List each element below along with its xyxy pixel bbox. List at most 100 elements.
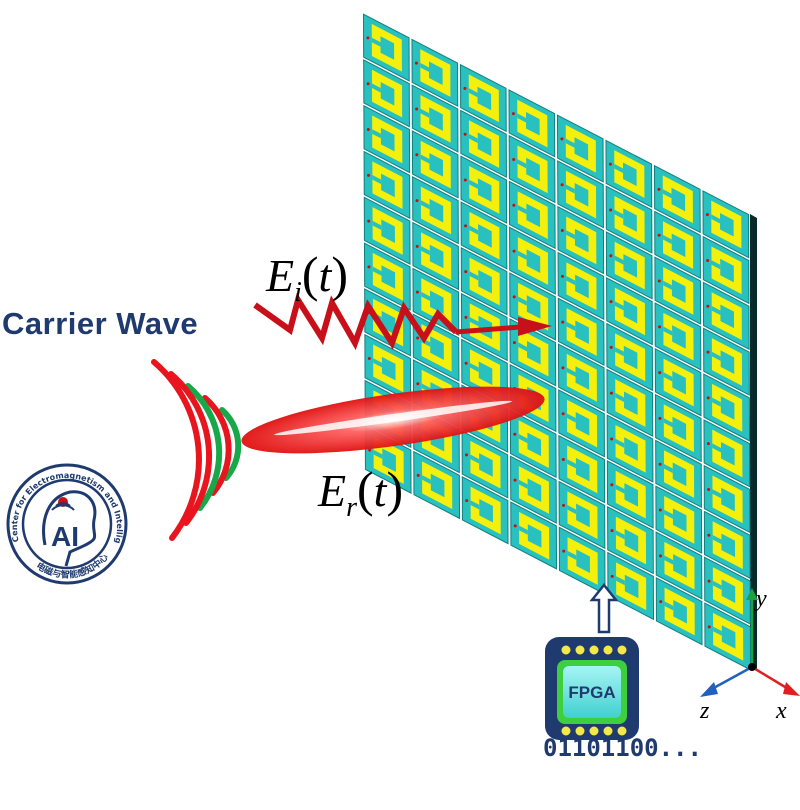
fpga-pin bbox=[616, 644, 628, 656]
meta-patch-gap bbox=[469, 271, 479, 281]
meta-patch-slot bbox=[428, 61, 443, 86]
meta-patch-gap bbox=[372, 220, 382, 230]
meta-patch-gap bbox=[373, 449, 383, 459]
meta-diode bbox=[415, 244, 419, 248]
meta-patch-slot bbox=[623, 208, 637, 232]
axis-z-label: z bbox=[700, 698, 710, 724]
meta-diode bbox=[512, 295, 516, 299]
fpga-pin bbox=[616, 725, 628, 737]
meta-diode bbox=[707, 487, 711, 491]
meta-diode bbox=[513, 432, 517, 436]
meta-patch-slot bbox=[526, 341, 541, 365]
reflected-beam bbox=[241, 386, 545, 454]
meta-patch-slot bbox=[381, 173, 395, 198]
meta-patch-gap bbox=[712, 535, 722, 545]
meta-patch-gap bbox=[469, 179, 478, 189]
meta-patch-gap bbox=[518, 479, 528, 489]
meta-patch-gap bbox=[517, 113, 527, 123]
meta-patch-gap bbox=[566, 276, 576, 286]
meta-diode bbox=[367, 357, 371, 361]
meta-patch-gap bbox=[663, 463, 673, 474]
meta-diode bbox=[610, 574, 614, 578]
meta-patch-gap bbox=[713, 626, 722, 636]
meta-patch-slot bbox=[624, 483, 639, 507]
meta-patch-gap bbox=[470, 500, 480, 510]
meta-patch-slot bbox=[576, 503, 590, 528]
reflected-field-label: Er(t) bbox=[318, 461, 404, 523]
meta-diode bbox=[561, 412, 565, 416]
meta-patch-gap bbox=[372, 175, 382, 185]
meta-patch-gap bbox=[615, 347, 624, 357]
meta-patch-slot bbox=[721, 487, 735, 512]
fpga-label: FPGA bbox=[568, 683, 616, 702]
fpga-feed-arrow bbox=[589, 582, 619, 634]
fpga-pin bbox=[602, 725, 614, 737]
meta-patch-gap bbox=[518, 342, 528, 352]
meta-patch-slot bbox=[526, 295, 541, 319]
meta-patch-slot bbox=[429, 290, 444, 315]
meta-patch-slot bbox=[624, 437, 638, 461]
meta-diode bbox=[366, 82, 370, 86]
meta-patch-slot bbox=[527, 478, 542, 502]
incident-field-subscript: i bbox=[294, 277, 302, 308]
meta-patch-slot bbox=[672, 370, 686, 395]
meta-patch-gap bbox=[371, 37, 381, 47]
meta-patch-gap bbox=[663, 280, 672, 290]
meta-patch-gap bbox=[567, 505, 577, 515]
incident-wave bbox=[253, 292, 552, 351]
meta-patch-gap bbox=[567, 459, 576, 469]
meta-patch-gap bbox=[420, 154, 430, 164]
meta-patch-slot bbox=[575, 274, 589, 299]
meta-patch-gap bbox=[615, 530, 625, 540]
meta-patch-gap bbox=[518, 296, 527, 306]
svg-text:Center for Electromagnetism an: Center for Electromagnetism and Intellig… bbox=[0, 0, 124, 545]
meta-diode bbox=[368, 448, 372, 452]
meta-diode bbox=[512, 341, 516, 345]
meta-patch-slot bbox=[672, 325, 686, 349]
meta-diode bbox=[512, 157, 516, 161]
meta-diode bbox=[608, 162, 612, 166]
meta-patch-slot bbox=[526, 157, 540, 182]
meta-diode bbox=[658, 325, 662, 329]
meta-patch-gap bbox=[711, 351, 721, 361]
meta-patch-gap bbox=[663, 418, 673, 428]
reflected-field-symbol: E bbox=[318, 465, 347, 516]
panel-side-edge bbox=[750, 214, 757, 670]
meta-patch-gap bbox=[711, 214, 721, 224]
meta-patch-slot bbox=[429, 153, 444, 177]
meta-patch-slot bbox=[672, 416, 687, 441]
meta-patch-gap bbox=[712, 489, 722, 499]
meta-patch-gap bbox=[664, 509, 673, 519]
meta-patch-slot bbox=[478, 361, 493, 386]
metasurface-panel bbox=[362, 13, 757, 671]
meta-patch-slot bbox=[478, 224, 492, 248]
fpga-pin bbox=[574, 644, 586, 656]
meta-patch-slot bbox=[720, 304, 735, 329]
fpga-pin bbox=[574, 725, 586, 737]
meta-diode bbox=[415, 153, 419, 157]
meta-patch-slot bbox=[380, 82, 395, 106]
meta-diode bbox=[465, 499, 469, 503]
meta-patch-gap bbox=[420, 108, 430, 118]
meta-patch-gap bbox=[615, 484, 625, 494]
meta-patch-gap bbox=[421, 246, 430, 256]
meta-patch-slot bbox=[380, 127, 395, 152]
meta-diode bbox=[706, 442, 710, 446]
meta-patch-slot bbox=[720, 396, 735, 420]
meta-patch-slot bbox=[671, 233, 686, 258]
antenna-waves bbox=[151, 359, 242, 541]
meta-diode bbox=[367, 173, 371, 177]
meta-diode bbox=[706, 258, 710, 262]
meta-patch-slot bbox=[575, 366, 590, 390]
metasurface-cells bbox=[362, 13, 752, 671]
meta-diode bbox=[561, 366, 565, 370]
meta-patch-gap bbox=[663, 372, 673, 382]
meta-diode bbox=[463, 132, 467, 136]
meta-patch-slot bbox=[671, 279, 686, 303]
meta-diode bbox=[610, 437, 614, 441]
meta-patch-gap bbox=[614, 255, 624, 265]
meta-patch-slot bbox=[721, 533, 736, 558]
meta-patch-slot bbox=[526, 203, 541, 228]
meta-patch-slot bbox=[672, 462, 687, 487]
meta-diode bbox=[463, 86, 467, 90]
